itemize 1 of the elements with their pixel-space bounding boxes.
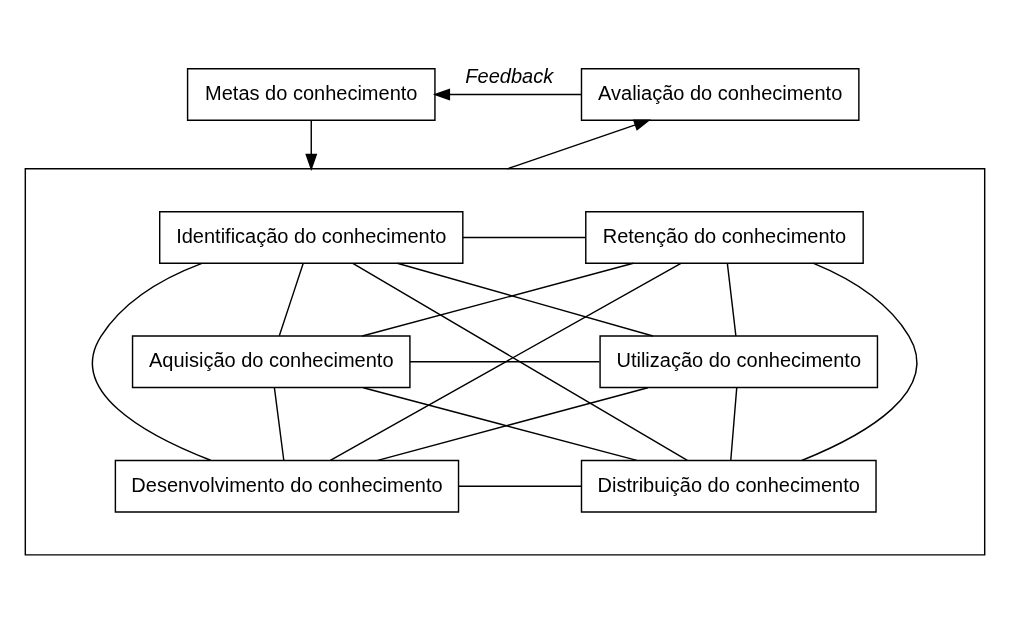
edge-label: Feedback [465,64,554,87]
